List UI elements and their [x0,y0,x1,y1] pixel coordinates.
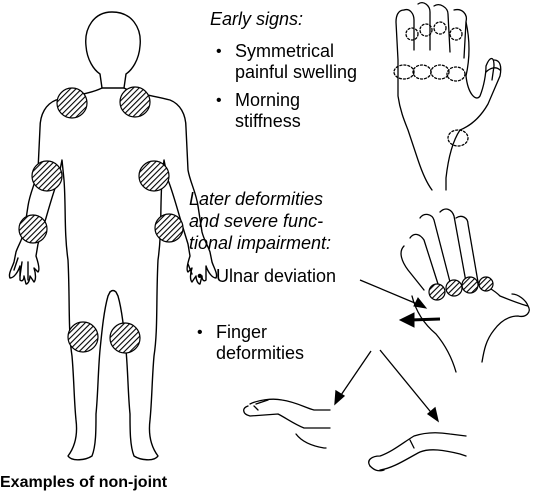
finger-deformity-2 [369,433,466,471]
bullet-marker: • [216,41,222,62]
joint-elbow-right [139,161,169,191]
ulnar-arrow [360,280,426,308]
early-signs-heading: Early signs: [210,9,303,30]
bullet-marker: • [197,322,203,343]
later-item-1-line-1: Ulnar deviation [216,266,336,287]
later-heading-line-2: and severe func- [189,211,323,232]
later-item-2-line-2: deformities [216,343,304,364]
joint-knee-right [110,323,140,353]
joint-wrist-left [19,215,47,243]
joint-wrist-right [155,214,183,242]
joint-elbow-left [32,161,62,191]
bullet-marker: • [197,266,203,287]
early-item-2-line-1: Morning [235,90,300,111]
later-item-2-line-1: Finger [216,322,267,343]
early-item-1-line-1: Symmetrical [235,41,334,62]
bottom-caption: Examples of non-joint [0,472,167,493]
later-heading-line-3: tional impairment: [189,233,331,254]
early-item-2-line-2: stiffness [235,111,301,132]
later-heading-line-1: Later deformities [189,189,323,210]
early-item-1-line-2: painful swelling [235,62,357,83]
bullet-marker: • [216,90,222,111]
finger-deformity-1 [244,399,330,448]
affected-joints [19,87,183,353]
joint-knee-left [68,322,98,352]
mcp-joints [429,277,493,300]
finger-deformity-arrows [335,350,438,421]
joint-shoulder-left [57,88,87,118]
joint-shoulder-right [120,87,150,117]
hand-early-illustration [394,3,501,190]
